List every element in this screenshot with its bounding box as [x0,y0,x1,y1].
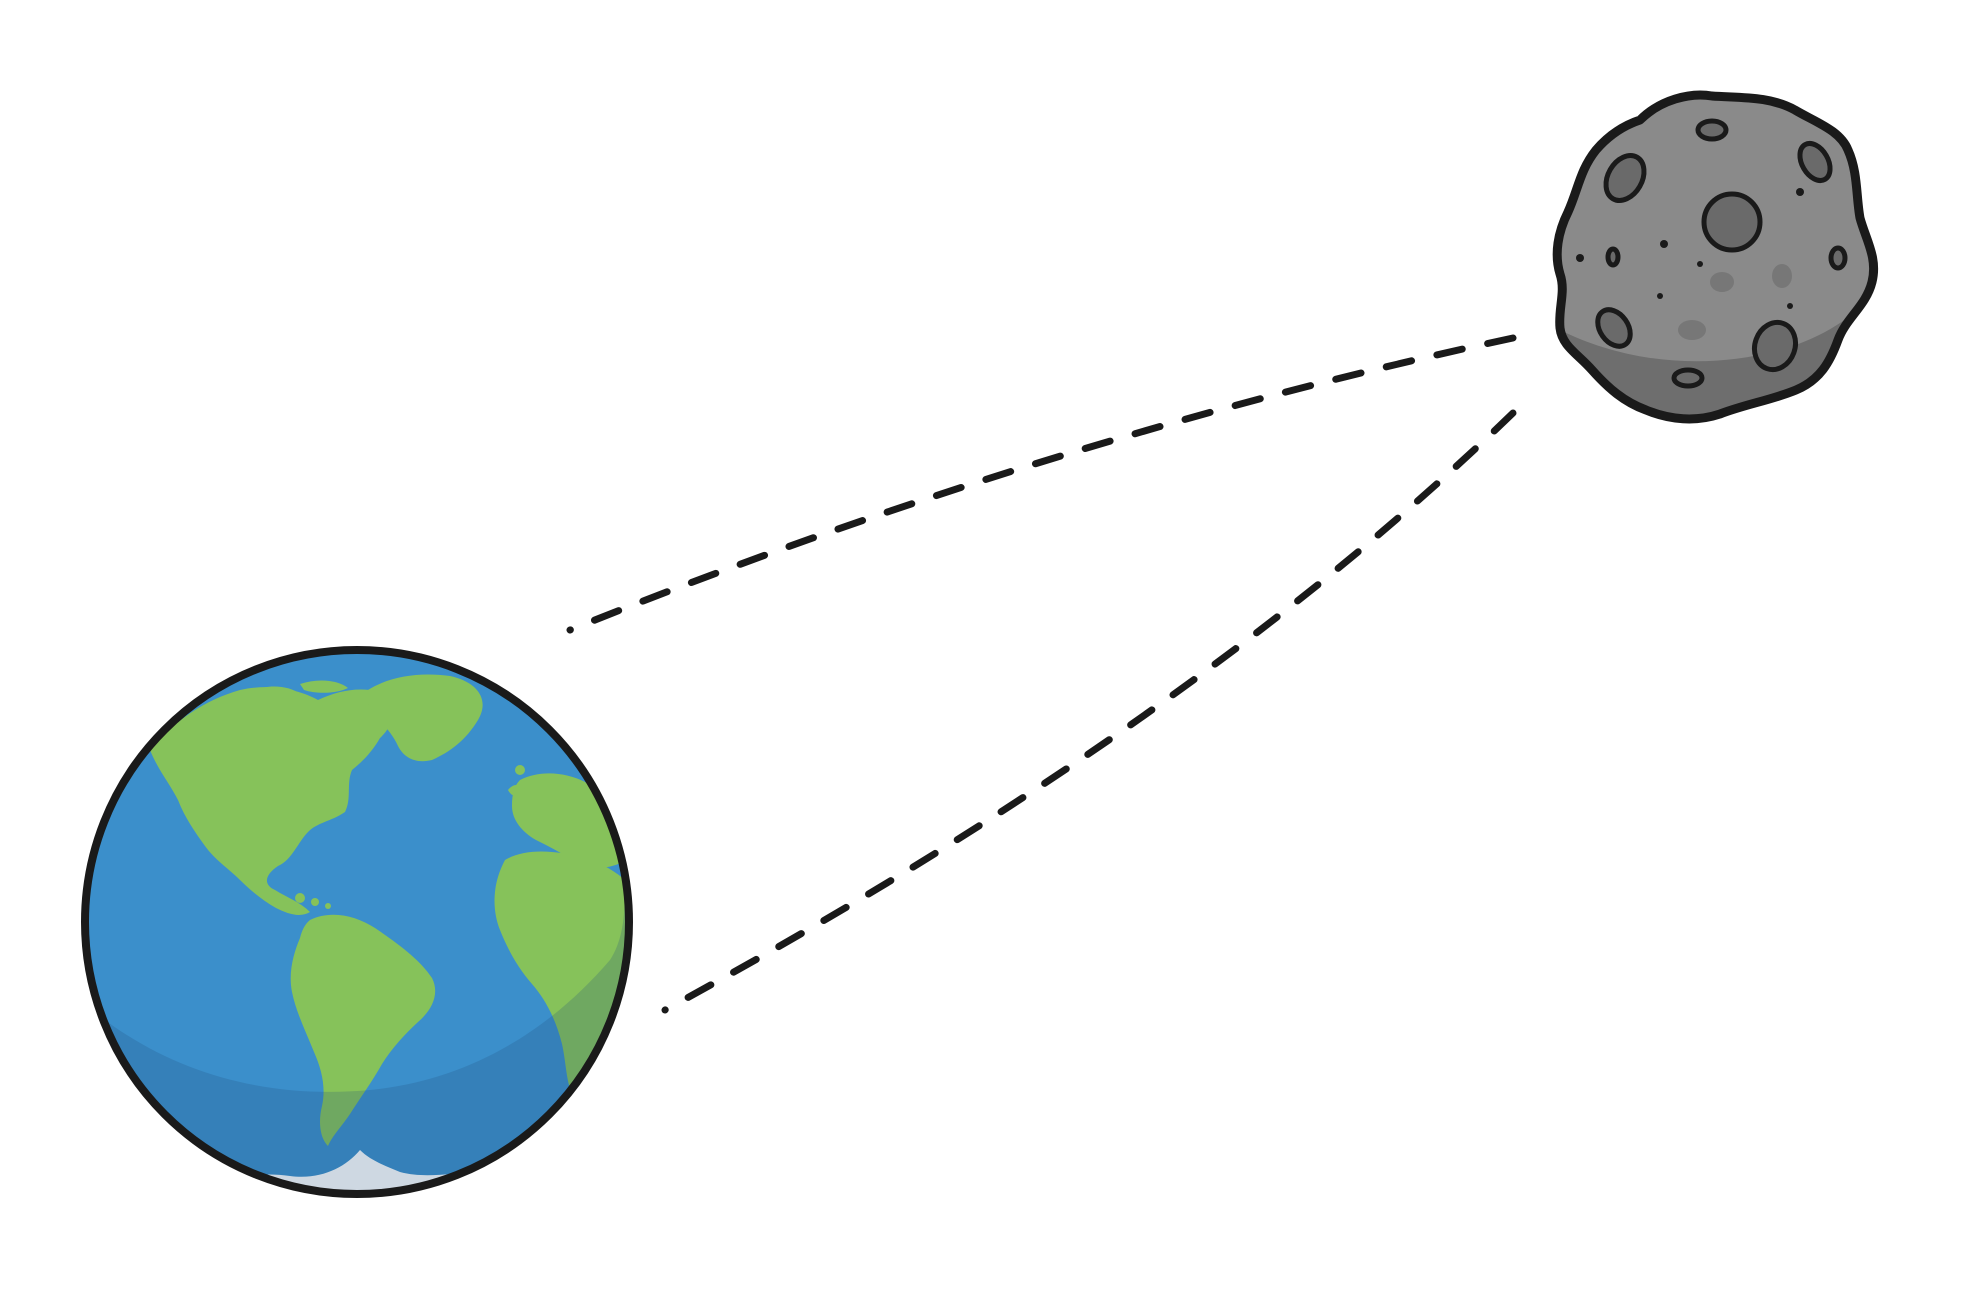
trajectory-line-lower [661,409,1517,1014]
trajectory-lines [566,334,1517,1014]
trajectory-line-upper [566,334,1517,634]
earth-icon [81,646,633,1198]
asteroid-icon [1552,90,1879,424]
